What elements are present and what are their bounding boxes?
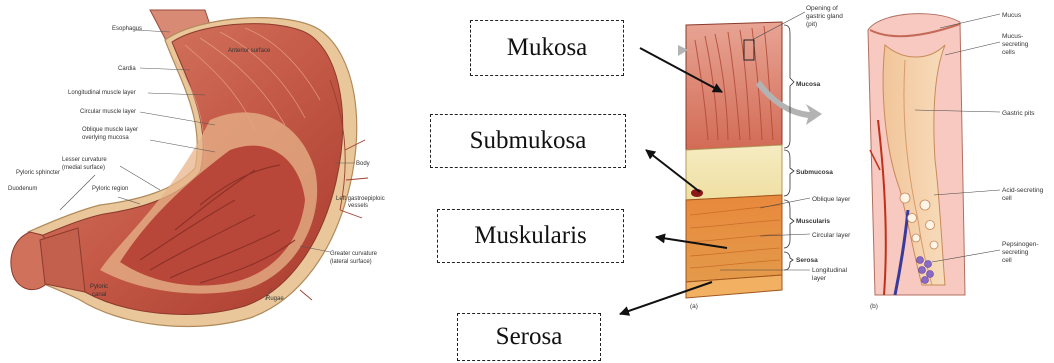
gland-label-mucus-sec-2: secreting xyxy=(1002,41,1029,48)
wall-label-longitudinal-2: layer xyxy=(812,275,827,282)
arrow-serosa xyxy=(620,282,712,314)
callout-submukosa: Submukosa xyxy=(430,114,626,168)
stomach-label-oblique-2: overlying mucosa xyxy=(82,135,129,141)
stomach-label-lesser-1: Lesser curvature xyxy=(62,157,107,163)
gland-label-panel-b: (b) xyxy=(870,303,878,310)
gland-label-pepsin-3: cell xyxy=(1002,257,1012,264)
stomach-label-left-gastro-2: vessels xyxy=(348,203,368,209)
callout-muskularis: Muskularis xyxy=(437,209,624,263)
stomach-label-longitudinal: Longitudinal muscle layer xyxy=(68,90,136,96)
wall-label-oblique: Oblique layer xyxy=(812,196,851,203)
stomach-label-oblique-1: Oblique muscle layer xyxy=(82,127,138,133)
callout-mukosa: Mukosa xyxy=(470,20,624,76)
gland-label-acid-1: Acid-secreting xyxy=(1002,187,1044,194)
stomach-label-greater-1: Greater curvature xyxy=(330,251,378,257)
stomach-label-left-gastro-1: Left gastroepiploic xyxy=(336,196,385,202)
stomach-illustration: Esophagus Anterior surface Cardia Longit… xyxy=(8,10,385,326)
wall-label-circular: Circular layer xyxy=(812,232,851,239)
gland-label-mucus-sec-1: Mucus- xyxy=(1002,33,1023,40)
stomach-label-greater-2: (lateral surface) xyxy=(330,259,372,265)
gland-label-gastric-pits: Gastric pits xyxy=(1002,110,1035,117)
wall-label-submucosa: Submucosa xyxy=(796,169,833,176)
stomach-label-lesser-2: (medial surface) xyxy=(62,165,105,171)
gland-label-pepsin-1: Pepsinogen- xyxy=(1002,241,1039,248)
gland-label-mucus-sec-3: cells xyxy=(1002,49,1016,56)
stomach-label-esophagus: Esophagus xyxy=(112,26,142,32)
callout-serosa: Serosa xyxy=(457,313,601,361)
wall-label-opening-3: (pit) xyxy=(806,21,817,28)
stomach-label-cardia: Cardia xyxy=(118,66,136,72)
gland-label-pepsin-2: secreting xyxy=(1002,249,1029,256)
gland-section-b: Mucus Mucus- secreting cells Gastric pit… xyxy=(868,12,1044,310)
wall-label-opening-1: Opening of xyxy=(806,5,838,12)
gland-label-acid-2: cell xyxy=(1002,195,1012,202)
wall-label-muscularis: Muscularis xyxy=(796,218,830,225)
stomach-label-pyloric-canal-2: canal xyxy=(92,292,106,298)
stomach-label-pyloric-canal-1: Pyloric xyxy=(90,284,108,290)
wall-section-a: Opening of gastric gland (pit) Mucosa Su… xyxy=(678,5,851,310)
gland-label-mucus: Mucus xyxy=(1002,12,1022,19)
stomach-label-rugae: Rugae xyxy=(266,296,284,302)
wall-label-longitudinal-1: Longitudinal xyxy=(812,267,848,274)
wall-label-opening-2: gastric gland xyxy=(806,13,843,20)
stomach-label-pyloric-region: Pyloric region xyxy=(92,186,128,192)
stomach-label-anterior: Anterior surface xyxy=(228,48,271,54)
stomach-label-pyloric-sphincter: Pyloric sphincter xyxy=(16,170,60,176)
stomach-label-circular: Circular muscle layer xyxy=(80,109,136,115)
stomach-label-duodenum: Duodenum xyxy=(8,186,37,192)
wall-label-serosa: Serosa xyxy=(796,257,818,264)
stomach-label-body: Body xyxy=(356,161,370,167)
wall-label-mucosa: Mucosa xyxy=(796,81,821,88)
wall-label-panel-a: (a) xyxy=(690,303,698,310)
